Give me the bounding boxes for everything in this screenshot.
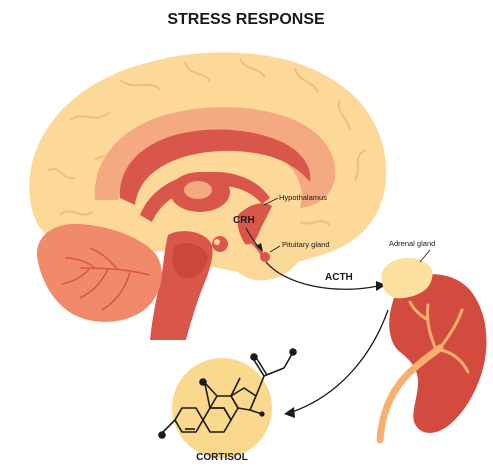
- cortisol-arrowhead: [284, 407, 295, 418]
- brain-illustration: [29, 52, 386, 340]
- hypothalamus-label: Hypothalamus: [279, 193, 327, 202]
- midbrain-nodule-inner: [214, 239, 220, 245]
- pituitary-label: Pituitary gland: [282, 240, 330, 249]
- cortisol-arrow: [292, 310, 388, 412]
- adrenal-label: Adrenal gland: [389, 239, 435, 248]
- cortisol-label: CORTISOL: [196, 452, 248, 463]
- diagram-title: STRESS RESPONSE: [167, 11, 325, 28]
- kidney-illustration: [380, 258, 486, 440]
- cortisol-molecule: [158, 348, 297, 458]
- pituitary-gland: [260, 252, 270, 262]
- acth-label: ACTH: [325, 272, 353, 283]
- adrenal-leader: [420, 250, 430, 262]
- midbrain-nodule: [212, 236, 228, 252]
- crh-label: CRH: [233, 215, 255, 226]
- thalamus-inner: [184, 181, 212, 199]
